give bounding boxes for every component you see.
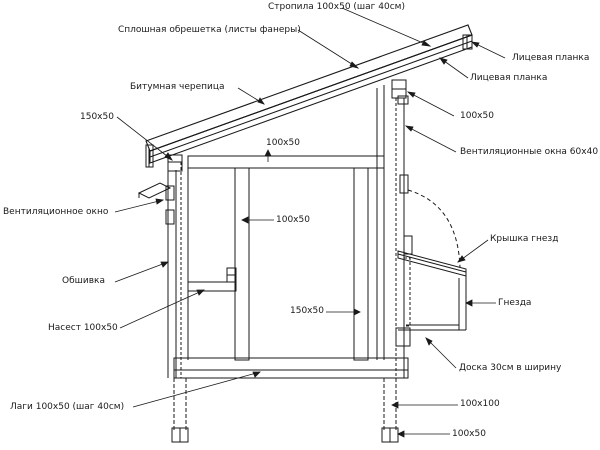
roof-assembly [145,24,473,168]
arrowhead-beam-left [164,152,173,161]
floor-board [173,357,409,371]
label-nest-lid: Крышка гнезд [490,234,559,244]
arrowhead-fascia-top [470,41,480,48]
arrowhead-post [391,401,399,409]
label-cladding: Обшивка [62,276,105,286]
arrowhead-shingles [257,97,265,105]
roof-beams [167,79,407,172]
leader-vent-window [114,199,164,213]
left-vent-frame-bottom [165,209,175,225]
top-plate-100x50 [187,155,385,169]
lid-swing-arc [407,189,461,269]
nest-side [403,257,411,327]
label-joists: Лаги 100x50 (шаг 40см) [10,402,125,412]
label-rafters: Стропила 100x50 (шаг 40см) [268,2,405,12]
stud-left [234,167,250,361]
arrowhead-joists [252,371,261,378]
label-nests: Гнезда [498,298,532,308]
label-shingles: Битумная черепица [130,82,225,92]
label-vent-window: Вентиляционное окно [3,207,109,217]
arrowhead-rafters [421,40,432,47]
arrowhead-nests [465,299,473,307]
arrowhead-nest-lid [457,255,466,263]
label-post: 100x100 [460,399,500,409]
leader-vent-windows [405,125,457,153]
rafter-inner-line [149,40,473,158]
arrowhead-vent-windows [404,125,414,132]
leader-beam-right [407,91,455,117]
stud-right [353,167,369,361]
arrowhead-board [425,337,433,346]
leader-board [425,337,457,369]
right-vent-top-frame [397,95,409,105]
label-top-plate: 100x50 [266,138,300,148]
arrowhead-beam-right [406,91,416,98]
walls [137,85,409,379]
nest-box [395,189,467,347]
perch-bar [187,281,237,292]
leader-lines [114,7,506,438]
arrowhead-perch [196,289,205,296]
label-fascia-top: Лицевая планка [512,53,590,63]
left-vent-frame-top [165,185,175,201]
arrowhead-fascia-bottom [439,57,448,65]
nest-lid-detail [397,253,467,273]
arrowhead-top-plate [264,149,272,157]
label-sheathing: Сплошная обрешетка (листы фанеры) [118,25,301,35]
arrowhead-sheathing [349,61,360,69]
nest-bottom-board [395,327,411,347]
label-footing: 100x50 [452,429,486,439]
label-stud: 100x50 [276,215,310,225]
arrowhead-stud [241,216,249,224]
foundation [171,378,399,443]
floor-sheathing [173,369,409,379]
leader-beam-left [116,116,173,161]
label-perch: Насест 100x50 [48,323,118,333]
arrowhead-vent-window [155,198,165,205]
arrowhead-door-header [353,308,361,316]
label-fascia-bottom: Лицевая планка [470,73,548,83]
beam-left-150x50 [167,154,183,172]
right-vent-block [399,174,409,194]
label-beam-left: 150x50 [80,112,114,122]
left-vent-hood [137,182,172,199]
label-vent-windows: Вентиляционные окна 60x40 [460,147,599,157]
leader-perch [119,289,205,329]
label-door-header: 150x50 [290,306,324,316]
leader-joists [132,371,261,408]
nest-lid-hinge [403,235,413,255]
leader-sheathing [297,29,359,69]
arrowhead-footing [397,430,405,438]
label-beam-right: 100x50 [460,111,494,121]
arrowhead-cladding [160,261,169,268]
label-board: Доска 30см в ширину [459,363,562,373]
leader-cladding [114,261,169,283]
leader-rafters [341,7,431,47]
